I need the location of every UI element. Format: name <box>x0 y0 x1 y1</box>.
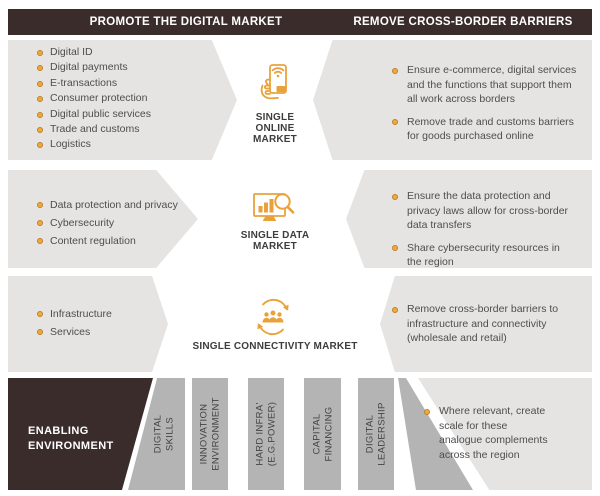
enabling-note-list: Where relevant, create scale for these a… <box>424 404 600 470</box>
row3-left-list: Infrastructure Services <box>37 305 217 341</box>
pillar-digital-leadership: DIGITAL LEADERSHIP <box>358 378 394 490</box>
list-item: Remove trade and customs barriers for go… <box>392 115 592 144</box>
row2-left-list: Data protection and privacy Cybersecurit… <box>37 196 217 250</box>
list-item: Share cybersecurity resources in the reg… <box>392 241 592 270</box>
row1-left-list: Digital ID Digital payments E-transactio… <box>37 45 217 153</box>
pillar-label: INNOVATION ENVIRONMENT <box>198 397 222 471</box>
list-item: Digital ID <box>37 45 217 60</box>
list-item: Ensure e-commerce, digital services and … <box>392 63 592 107</box>
data-monitor-icon <box>251 189 297 229</box>
pillar-hard-infra: HARD INFRA' (E.G.POWER) <box>248 378 284 490</box>
row1-left-arrow <box>8 40 237 160</box>
list-item: Consumer protection <box>37 91 217 106</box>
row2-right-list: Ensure the data protection and privacy l… <box>392 189 592 278</box>
pillar-label: DIGITAL SKILLS <box>152 414 175 454</box>
header-bar: PROMOTE THE DIGITAL MARKET REMOVE CROSS-… <box>8 9 592 35</box>
list-item: E-transactions <box>37 76 217 91</box>
list-item: Infrastructure <box>37 305 217 323</box>
list-item: Digital public services <box>37 107 217 122</box>
row2-left-arrow <box>8 170 198 268</box>
list-item: Digital payments <box>37 60 217 75</box>
row3-right-list: Remove cross-border barriers to infrastr… <box>392 302 592 354</box>
pillar-innovation-environment: INNOVATION ENVIRONMENT <box>192 378 228 490</box>
list-item: Trade and customs <box>37 122 217 137</box>
row1-right-list: Ensure e-commerce, digital services and … <box>392 63 592 152</box>
row3-market-label: SINGLE CONNECTIVITY MARKET <box>192 341 358 352</box>
list-item: Remove cross-border barriers to infrastr… <box>392 302 592 346</box>
row2-market-label: SINGLE DATA MARKET <box>240 230 310 252</box>
connectivity-people-icon <box>251 296 295 338</box>
header-right-title: REMOVE CROSS-BORDER BARRIERS <box>353 16 573 28</box>
header-left-title: PROMOTE THE DIGITAL MARKET <box>89 16 283 28</box>
row3-right-arrow <box>380 276 592 372</box>
phone-wifi-icon <box>249 62 295 110</box>
list-item: Content regulation <box>37 232 217 250</box>
list-item: Cybersecurity <box>37 214 217 232</box>
enabling-environment-label: ENABLING ENVIRONMENT <box>28 425 114 452</box>
row1-market-label: SINGLE ONLINE MARKET <box>253 112 297 145</box>
pillar-capital-financing: CAPITAL FINANCING <box>304 378 341 490</box>
row3-left-arrow <box>8 276 168 372</box>
list-item: Services <box>37 323 217 341</box>
list-item: Logistics <box>37 137 217 152</box>
row1-right-arrow <box>313 40 592 160</box>
row2-right-arrow <box>346 170 592 268</box>
pillar-label: CAPITAL FINANCING <box>311 406 334 462</box>
list-item: Ensure the data protection and privacy l… <box>392 189 592 233</box>
list-item: Where relevant, create scale for these a… <box>424 404 600 462</box>
pillar-label: DIGITAL LEADERSHIP <box>364 402 388 466</box>
pillar-label: HARD INFRA' (E.G.POWER) <box>254 401 278 467</box>
list-item: Data protection and privacy <box>37 196 217 214</box>
